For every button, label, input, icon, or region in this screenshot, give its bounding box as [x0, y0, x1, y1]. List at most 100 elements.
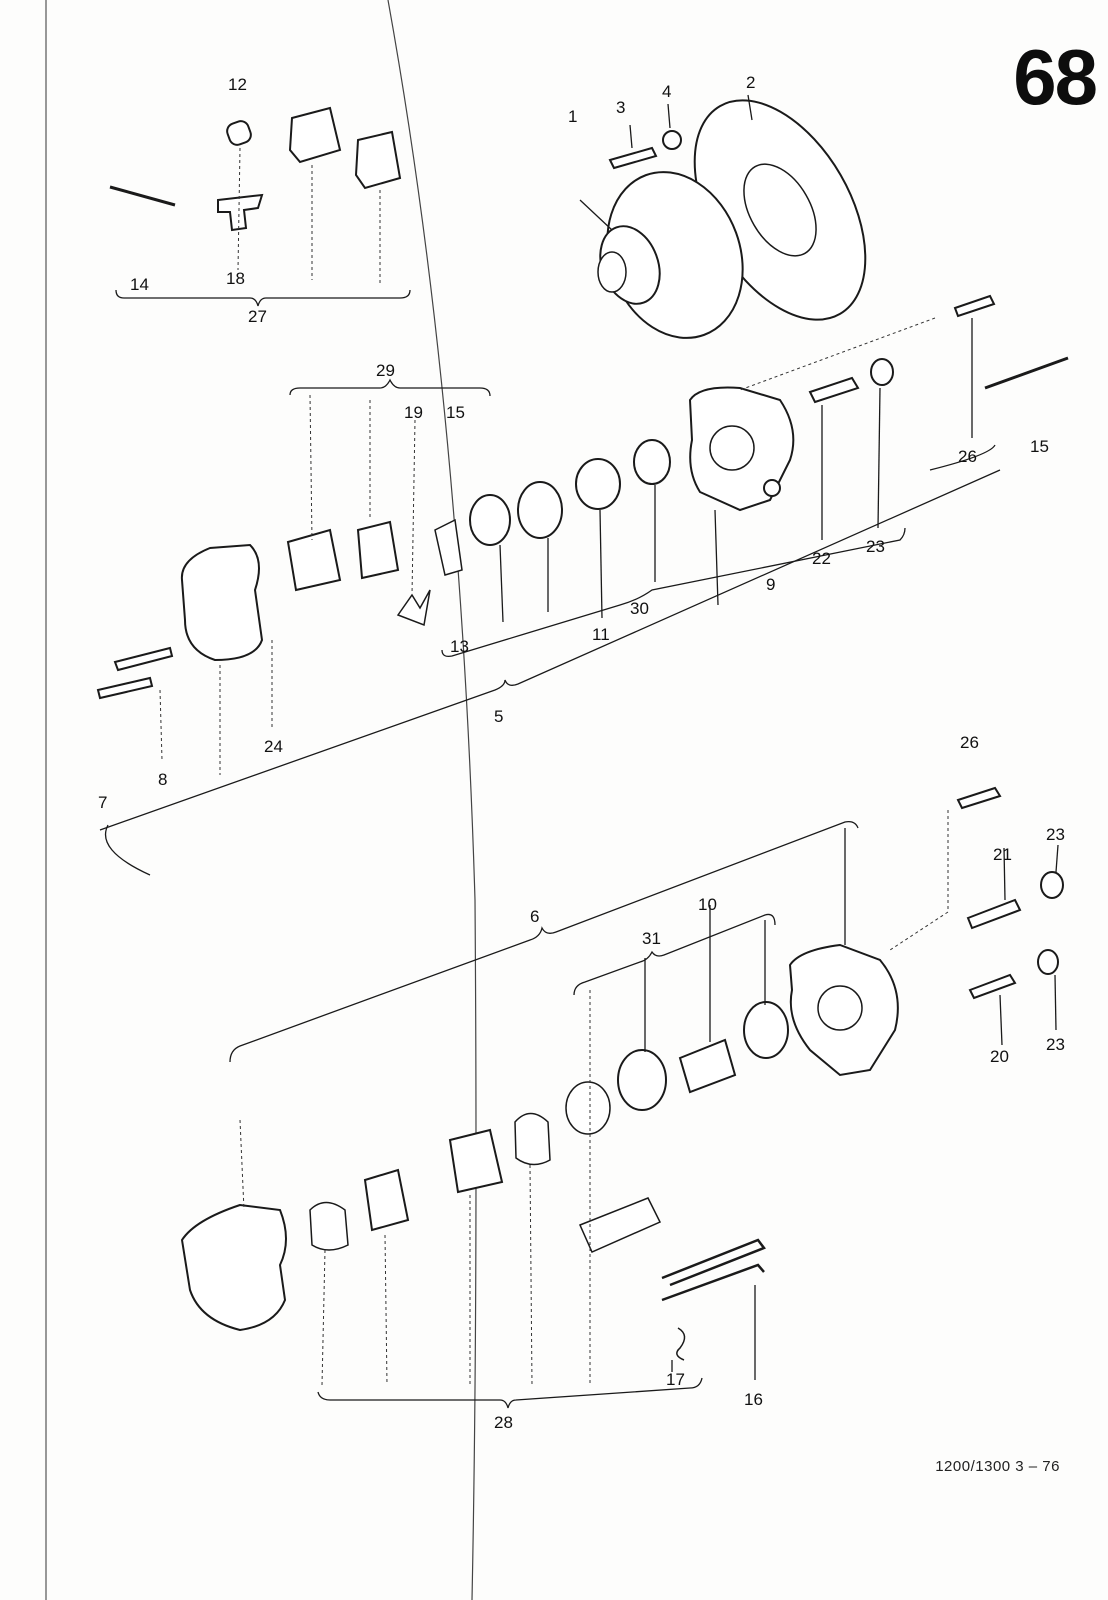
pin-14 [109, 185, 176, 207]
callout-26b: 26 [960, 733, 979, 752]
callout-12: 12 [228, 75, 247, 94]
cap-23 [870, 358, 894, 386]
leader-26b-axis [889, 911, 949, 951]
leader-23 [877, 387, 881, 529]
footer-code: 1200/1300 3 – 76 [935, 1458, 1060, 1475]
caliper-housing-left [180, 543, 264, 662]
cap-23c [1037, 949, 1059, 975]
caliper-assembly-6 [180, 786, 1064, 1409]
callout-15b: 15 [1030, 437, 1049, 456]
leader-1 [579, 199, 613, 231]
nut-9 [763, 479, 781, 497]
disc-bore [597, 251, 627, 293]
callout-18: 18 [226, 269, 245, 288]
callout-28: 28 [494, 1413, 513, 1432]
callout-19: 19 [404, 403, 423, 422]
leader-ring [499, 544, 504, 623]
shim-28a [514, 1112, 551, 1166]
callout-20: 20 [990, 1047, 1009, 1066]
leader-8 [159, 689, 163, 761]
callout-23c: 23 [1046, 1035, 1065, 1054]
callout-9: 9 [766, 575, 775, 594]
splash-shield-hub [743, 163, 817, 257]
bolt-8a [113, 646, 174, 672]
leader-21 [1003, 847, 1006, 901]
bleeder-20 [968, 973, 1017, 1000]
callout-22: 22 [812, 549, 831, 568]
callout-11: 11 [592, 625, 610, 644]
callout-21: 21 [993, 845, 1012, 864]
pad-27a [288, 106, 342, 164]
bolt-3 [608, 146, 658, 170]
spreader-18 [217, 193, 264, 232]
callout-8: 8 [158, 770, 167, 789]
leader-23b [1055, 844, 1059, 873]
bracket-7 [104, 824, 151, 876]
cap-23b [1040, 871, 1064, 899]
page-number: 68 [1013, 33, 1098, 121]
callout-3: 3 [616, 98, 625, 117]
plate-13 [434, 518, 463, 576]
callout-5: 5 [494, 707, 503, 726]
callout-1: 1 [568, 107, 577, 126]
callout-27: 27 [248, 307, 267, 326]
callout-29: 29 [376, 361, 395, 380]
seal-30 [633, 439, 671, 485]
bolt-26b [956, 786, 1002, 810]
seal-10 [743, 1001, 789, 1059]
spring-plate [578, 1197, 662, 1253]
piston-10 [678, 1038, 737, 1094]
clip-17 [676, 1327, 686, 1361]
bleeder-22 [808, 376, 860, 404]
leader-pad28b [384, 1234, 388, 1386]
callout-24: 24 [264, 737, 283, 756]
leader-20 [999, 994, 1003, 1046]
leader-19 [411, 419, 416, 596]
pin-15 [984, 356, 1069, 390]
leader-18 [237, 147, 241, 271]
ring-31 [565, 1081, 611, 1135]
piston-11 [575, 458, 621, 510]
pad-27b [354, 130, 402, 190]
leader-23c [1054, 974, 1057, 1031]
callout-4: 4 [662, 82, 671, 101]
leader-bolt-axis [739, 317, 936, 391]
leader-shim28b [321, 1249, 326, 1386]
caliper-bore [709, 425, 755, 471]
bolt-8b [96, 676, 154, 700]
bolt-26 [953, 294, 996, 318]
callout-labels: 1 2 3 4 5 6 7 8 9 10 11 12 13 14 15 15 1… [98, 73, 1065, 1432]
rear-caliper-bore [817, 985, 863, 1031]
pad-kit-27 [109, 106, 411, 307]
nut-4 [662, 130, 682, 150]
callout-17: 17 [666, 1370, 685, 1389]
bracket-31 [573, 913, 776, 996]
page-fold-line [387, 0, 477, 1600]
pad-28a [448, 1128, 504, 1194]
callout-7: 7 [98, 793, 107, 812]
rear-housing-left [180, 1203, 287, 1332]
leader-rear-housing [239, 1119, 245, 1211]
bleeder-21 [966, 898, 1022, 930]
callout-14: 14 [130, 275, 149, 294]
callout-30: 30 [630, 599, 649, 618]
leader-29a [309, 394, 313, 541]
pad-29b [356, 520, 400, 580]
shim-28b [309, 1201, 349, 1251]
callout-2: 2 [746, 73, 755, 92]
leader-4 [667, 103, 671, 129]
spring-19 [396, 589, 431, 627]
clip-12 [226, 120, 252, 146]
ring-5 [469, 494, 511, 546]
leader-shim28a [529, 1164, 533, 1386]
callout-15a: 15 [446, 403, 465, 422]
callout-26a: 26 [958, 447, 977, 466]
pad-29a [286, 528, 342, 592]
bracket-5 [99, 469, 1001, 831]
callout-13: 13 [450, 637, 469, 656]
seal-boot [517, 481, 563, 539]
callout-10: 10 [698, 895, 717, 914]
boot-31 [617, 1049, 667, 1111]
